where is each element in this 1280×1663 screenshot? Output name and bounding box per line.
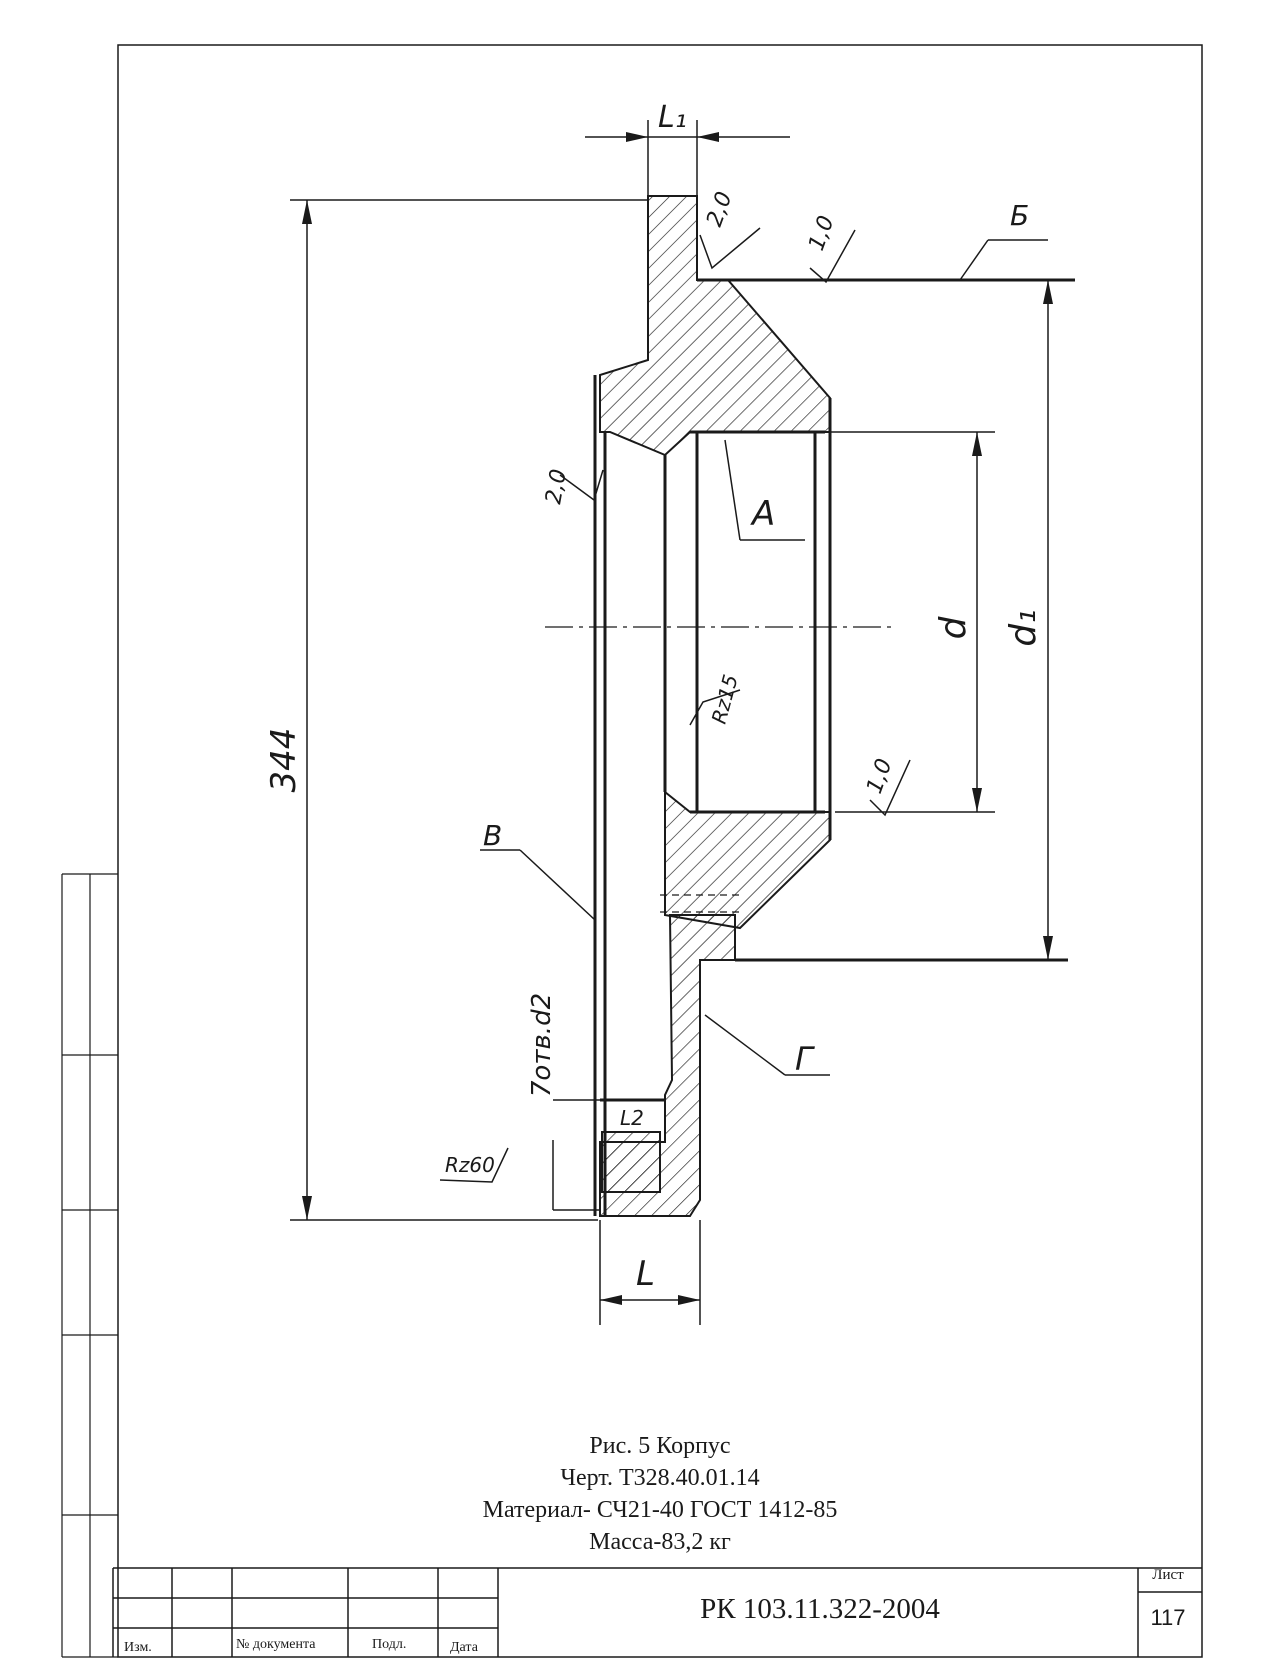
document-code: РК 103.11.322-2004 [700, 1593, 940, 1625]
title-col-izm: Изм. [124, 1640, 152, 1655]
dim-l1: L₁ [658, 100, 687, 135]
caption-mass: Масса-83,2 кг [589, 1529, 731, 1555]
holes-note: 7отв.d2 [527, 993, 557, 1097]
dim-hole-depth: L2 [620, 1106, 644, 1130]
caption-drawing-number: Черт. Т328.40.01.14 [560, 1465, 760, 1491]
title-col-sign: Подл. [372, 1637, 407, 1652]
sheet-frame [117, 44, 1203, 1658]
surface-label-b: Б [1010, 199, 1029, 232]
part-section [545, 195, 1075, 1217]
dim-d: d [933, 615, 974, 639]
dim-d1: d₁ [1003, 609, 1044, 646]
roughness-spigot-face: 1,0 [804, 213, 839, 254]
roughness-bore-chamfer: 1,0 [862, 756, 897, 797]
caption-material: Материал- СЧ21-40 ГОСТ 1412-85 [482, 1497, 838, 1523]
left-margin-strip [61, 873, 118, 1658]
radial-hole-hidden [660, 894, 740, 913]
sheet-label: Лист [1152, 1567, 1184, 1583]
surface-label-v: В [483, 819, 502, 852]
roughness-left-face: 2,0 [541, 467, 572, 506]
dim-l: L [636, 1254, 655, 1294]
title-col-date: Дата [450, 1640, 478, 1655]
dim-344: 344 [264, 728, 304, 793]
part-outline [593, 278, 1075, 1216]
caption-figure-title: Рис. 5 Корпус [589, 1433, 731, 1459]
dimensions [290, 120, 1053, 1325]
hole-hatch [601, 1131, 661, 1193]
title-block-grid [112, 1567, 1202, 1657]
upper-section-hatch [599, 195, 831, 457]
surface-label-g: Г [795, 1040, 815, 1078]
roughness-bore: Rz15 [707, 672, 743, 726]
title-col-doc: № документа [236, 1637, 316, 1652]
leaders [439, 227, 1048, 1183]
sheet-number: 117 [1150, 1605, 1186, 1630]
surface-label-a: А [750, 494, 775, 534]
roughness-hole: Rz60 [445, 1153, 495, 1177]
roughness-top-face: 2,0 [702, 189, 737, 230]
